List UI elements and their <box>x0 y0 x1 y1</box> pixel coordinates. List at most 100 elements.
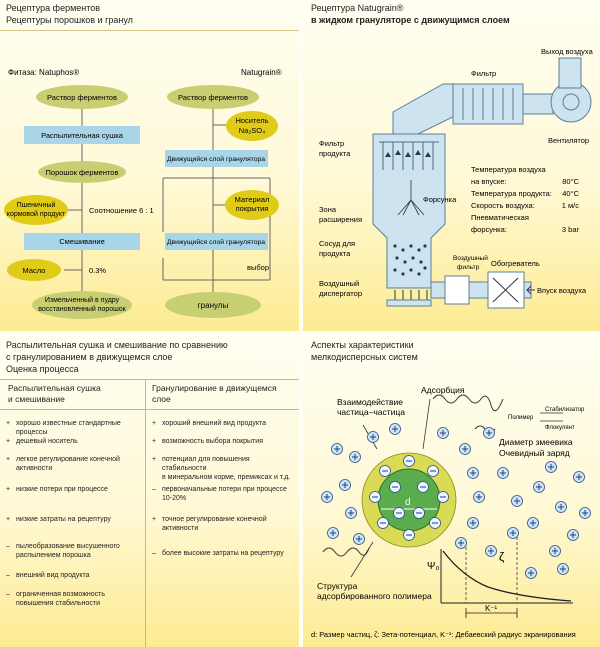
negative-ion-icon <box>427 465 439 477</box>
filter-arrows <box>385 150 431 157</box>
structure-pointer <box>350 541 374 578</box>
positive-ion-icon <box>525 567 537 579</box>
polymer-label: Полимер <box>508 415 534 421</box>
filter-elements <box>462 88 514 120</box>
disperser-plenum <box>386 299 432 307</box>
right-column-title-1: Гранулирование в движущемся <box>152 383 277 393</box>
enzyme-solution-label: Раствор ферментов <box>47 93 117 102</box>
pros-cons-text: легкое регулирование конечной активности <box>16 455 120 473</box>
expansion-label-1: Зона <box>319 205 337 214</box>
ground-powder-label-2: восстановленный порошок <box>38 305 126 313</box>
positive-ion-icon <box>459 443 471 455</box>
positive-ion-icon <box>555 501 567 513</box>
pros-cons-line: повышения стабильности <box>16 600 100 607</box>
pros-cons-line: более высокие затраты на рецептуру <box>162 550 284 557</box>
table-header-rule <box>0 409 299 410</box>
fan-rotor <box>562 93 580 111</box>
product-particles <box>393 244 427 276</box>
interaction-label-1: Взаимодействие <box>337 397 403 407</box>
negative-ion-icon <box>389 481 401 493</box>
oil-ellipse <box>7 259 61 281</box>
carrier-label-1: Носитель <box>235 116 268 125</box>
mixing-label: Смешивание <box>59 237 105 246</box>
positive-ion-icon <box>389 423 401 435</box>
ion-cloud <box>321 423 591 579</box>
coating-ellipse <box>225 190 279 220</box>
pros-cons-symbol: + <box>152 438 157 445</box>
heater-label: Обогреватель <box>491 259 540 268</box>
granules-ellipse <box>165 292 261 318</box>
positive-ion-icon <box>327 527 339 539</box>
duct-to-fan <box>522 93 554 115</box>
pros-cons-text: внешний вид продукта <box>16 571 90 580</box>
positive-ion-icon <box>527 517 539 529</box>
negative-ion-icon <box>429 517 441 529</box>
pros-cons-line: хороший внешний вид продукта <box>162 420 267 427</box>
panel4-title-2: мелкодисперсных систем <box>311 352 418 362</box>
pros-cons-line: легкое регулирование конечной <box>16 456 120 463</box>
left-column-title-1: Распылительная сушка <box>8 383 101 393</box>
pros-cons-line: низкие потери при процессе <box>16 486 108 493</box>
spray-drying-box <box>24 126 140 144</box>
potential-curve <box>442 550 572 602</box>
polymer-chain-left <box>322 547 370 557</box>
pros-cons-line: активности <box>16 465 53 472</box>
pros-cons-line: первоначальные потери при процессе <box>162 486 287 493</box>
panel-enzyme-formulation: Рецептура ферментов Рецептуры порошков и… <box>0 0 299 331</box>
particle-diagram: ζ K⁻¹ Ψ₀ d Взаимодействие частица–частиц… <box>311 385 591 639</box>
positive-ion-icon <box>579 507 591 519</box>
positive-ion-icon <box>339 479 351 491</box>
pros-cons-symbol: + <box>152 456 157 463</box>
coating-label-2: покрытия <box>236 204 269 213</box>
positive-ion-icon <box>331 443 343 455</box>
nozzle-spray <box>397 180 425 216</box>
right-column-title-2: слое <box>152 394 171 404</box>
adsorption-label: Адсорбция <box>421 385 465 395</box>
pros-cons-line: активности <box>162 525 199 532</box>
enzyme-powder-label: Порошок ферментов <box>46 168 119 177</box>
coil-diameter-label: Диаметр змеевика <box>499 437 573 447</box>
table-top-rule <box>0 379 299 380</box>
optional-bracket <box>162 177 271 281</box>
pros-cons-symbol: – <box>6 572 10 579</box>
pros-cons-symbol: + <box>6 516 11 523</box>
horizontal-gutter <box>0 331 600 337</box>
pros-cons-line: низкие затраты на рецептуру <box>16 516 111 523</box>
vessel-label-2: продукта <box>319 249 351 258</box>
spray-drying-label: Распылительная сушка <box>41 131 124 140</box>
pros-cons-line: ограниченная возможность <box>16 591 105 598</box>
pros-cons-line: пылеобразование высушенного <box>16 543 120 550</box>
negative-ion-icon <box>417 481 429 493</box>
air-in-arrow <box>526 285 535 295</box>
param-5-label: форсунка: <box>471 225 507 234</box>
air-outlet-pipe <box>558 57 582 89</box>
param-5-value: 3 bar <box>562 225 580 234</box>
pros-cons-symbol: – <box>152 486 156 493</box>
pros-cons-symbol: – <box>152 550 156 557</box>
pros-cons-symbol: + <box>6 438 11 445</box>
positive-ion-icon <box>367 431 379 443</box>
wheat-label-1: Пшеничный <box>17 201 56 209</box>
pros-cons-symbol: + <box>6 420 11 427</box>
positive-ion-icon <box>455 537 467 549</box>
enzyme-solution-ellipse <box>36 85 128 109</box>
panel1-title: Рецептура ферментов <box>6 3 101 13</box>
oil-label: Масло <box>23 266 46 275</box>
panel4-title-1: Аспекты характеристики <box>311 340 414 350</box>
panel3-title-2: с гранулированием в движущемся слое <box>6 352 173 362</box>
oil-percent: 0.3% <box>89 266 106 275</box>
polymer-structure-label-2: адсорбированного полимера <box>317 591 432 601</box>
param-4-label: Пневматическая <box>471 213 529 222</box>
nozzle-label: Форсунка <box>423 195 457 204</box>
table-column-divider <box>145 379 146 647</box>
wheat-ellipse <box>4 195 68 225</box>
carrier-ellipse <box>226 111 278 141</box>
pros-cons-text: дешевый носитель <box>16 437 78 446</box>
negative-ion-icon <box>377 517 389 529</box>
left-column-title: Распылительная сушка и смешивание <box>8 383 101 405</box>
air-filter-label-1: Воздушный <box>453 254 488 262</box>
panel4-header: Аспекты характеристики мелкодисперсных с… <box>311 339 418 363</box>
